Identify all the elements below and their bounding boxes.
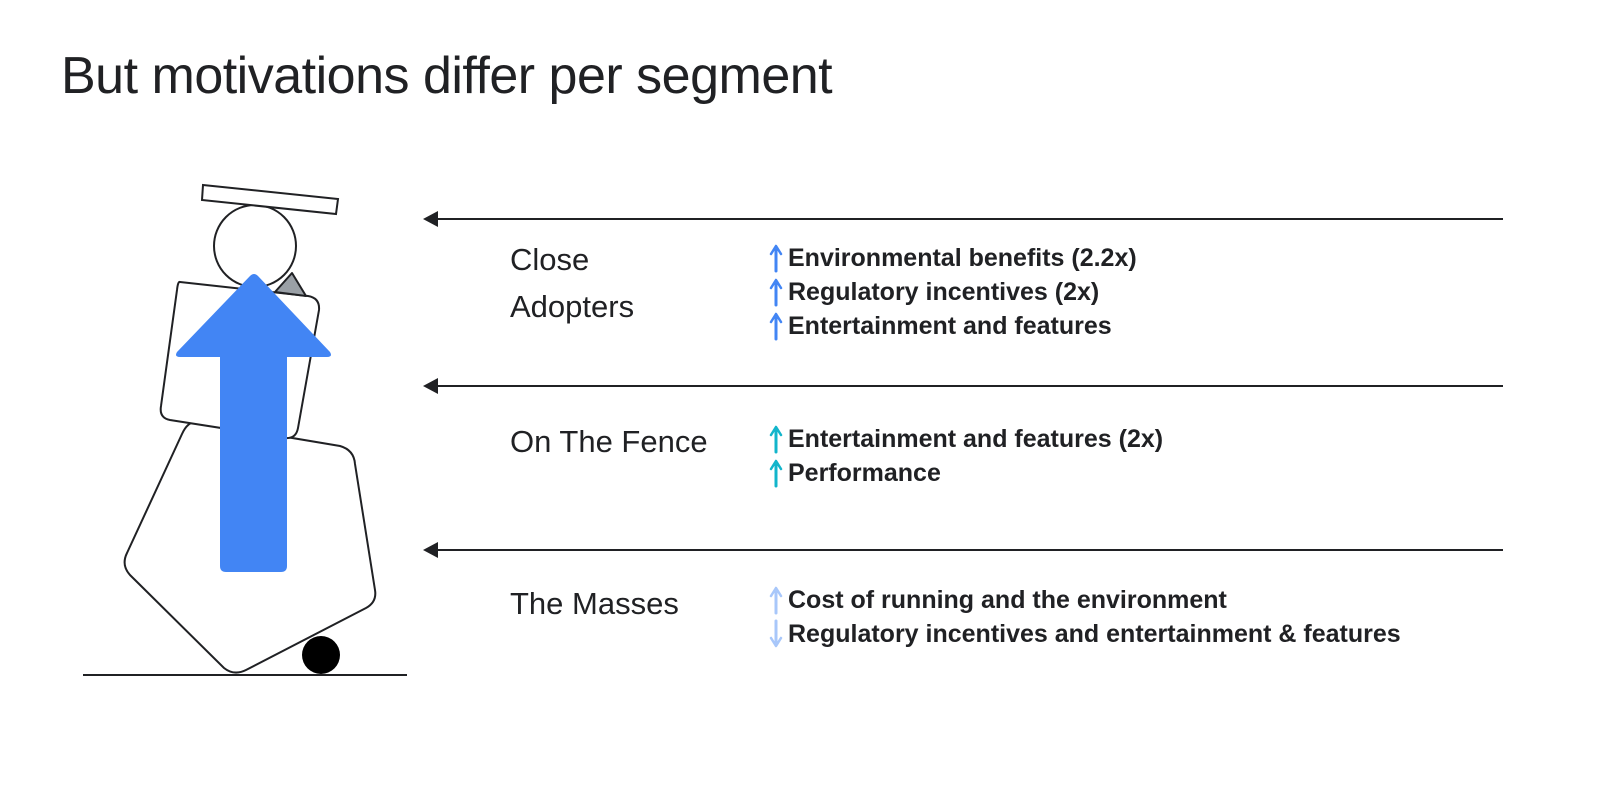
arrow-up-icon [764,583,788,617]
motivation-item: Entertainment and features [764,309,1137,343]
big-up-arrow-icon [176,274,331,572]
motivation-list-the-masses: Cost of running and the environment Regu… [764,583,1401,651]
left-arrowhead-icon [423,378,438,394]
motivation-text: Cost of running and the environment [788,585,1227,614]
arrow-down-icon [764,617,788,651]
arrow-up-icon [764,456,788,490]
segment-label-line: On The Fence [510,424,708,459]
motivation-text: Environmental benefits (2.2x) [788,243,1137,272]
slide-title: But motivations differ per segment [61,47,833,105]
motivation-list-on-the-fence: Entertainment and features (2x) Performa… [764,422,1163,490]
motivation-item: Entertainment and features (2x) [764,422,1163,456]
segment-label-close-adopters: Close Adopters [510,236,634,330]
ball-shape [302,636,340,674]
motivation-text: Regulatory incentives (2x) [788,277,1100,306]
arrow-up-icon [764,241,788,275]
motivation-item: Performance [764,456,1163,490]
arrow-up-icon [764,309,788,343]
motivation-item: Regulatory incentives and entertainment … [764,617,1401,651]
segment-label-on-the-fence: On The Fence [510,418,708,465]
arrow-up-icon [764,275,788,309]
segment-label-line: Adopters [510,289,635,324]
segment-label-the-masses: The Masses [510,580,679,627]
motivation-text: Entertainment and features (2x) [788,424,1164,453]
motivation-text: Regulatory incentives and entertainment … [788,619,1401,648]
arrow-up-icon [764,422,788,456]
segment-label-line: Close [510,242,590,277]
left-arrowhead-icon [423,542,438,558]
motivation-text: Entertainment and features [788,311,1112,340]
segment-label-line: The Masses [510,586,679,621]
motivation-list-close-adopters: Environmental benefits (2.2x) Regulatory… [764,241,1137,343]
motivation-item: Cost of running and the environment [764,583,1401,617]
motivation-item: Regulatory incentives (2x) [764,275,1137,309]
plank-stone [200,183,340,216]
left-arrowhead-icon [423,211,438,227]
motivation-text: Performance [788,458,941,487]
motivation-item: Environmental benefits (2.2x) [764,241,1137,275]
triangle-stone [274,272,307,297]
